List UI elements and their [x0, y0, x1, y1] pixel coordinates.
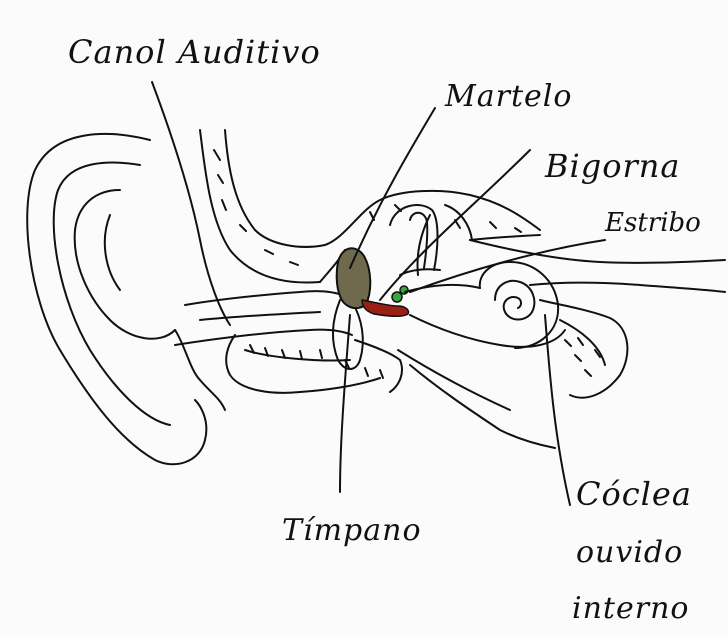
label-estribo: Estribo: [605, 210, 701, 236]
label-canal-auditivo: Canol Auditivo: [68, 36, 321, 68]
leader-bigorna: [380, 150, 530, 300]
leader-canal: [152, 82, 230, 325]
label-timpano: Tímpano: [282, 516, 422, 546]
estribo-bone: [392, 286, 408, 302]
leader-lines: [152, 82, 605, 505]
lower-bone: [226, 335, 555, 448]
ear-canal: [175, 291, 352, 345]
leader-martelo: [350, 108, 435, 268]
outer-ear: [27, 134, 225, 464]
skull-bone: [200, 130, 540, 283]
leader-timpano: [340, 315, 350, 492]
label-martelo: Martelo: [445, 82, 572, 112]
label-ouvido: ouvido: [576, 538, 683, 568]
martelo-bone: [337, 248, 371, 308]
cochlea: [400, 215, 725, 398]
label-interno: interno: [572, 594, 689, 624]
bigorna-bone: [362, 300, 408, 316]
label-bigorna: Bigorna: [545, 150, 680, 182]
label-coclea: Cóclea: [576, 478, 692, 510]
leader-coclea: [545, 315, 570, 505]
